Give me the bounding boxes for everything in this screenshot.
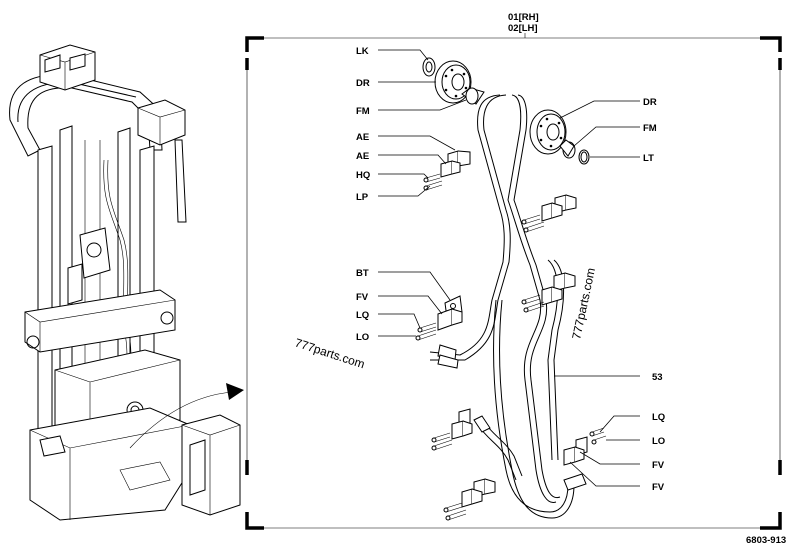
callout-fv-1: FV [356, 292, 369, 303]
callout-fv-3: FV [652, 482, 665, 493]
callout-bt: BT [356, 268, 369, 279]
upper-right-clamps [521, 194, 577, 233]
variant-rh-label: 01[RH] [508, 12, 539, 23]
right-pulley-group [529, 109, 590, 165]
callout-labels: LK DR FM AE AE HQ LP DR FM LT BT FV LQ L… [356, 46, 665, 493]
mast-overview [9, 44, 241, 521]
lower-left-clamps [431, 408, 473, 451]
callout-lq-1: LQ [356, 310, 369, 321]
left-bracket-bt [415, 295, 463, 341]
leader-lines [378, 49, 640, 487]
callout-ae-2: AE [356, 151, 369, 162]
callout-lo-1: LO [356, 332, 369, 343]
callout-ae-1: AE [356, 132, 369, 143]
callout-dr-right: DR [643, 97, 657, 108]
callout-fm-right: FM [643, 123, 657, 134]
callout-lt: LT [643, 153, 654, 164]
detail-frame [245, 36, 782, 530]
callout-hose-53: 53 [652, 372, 663, 383]
detail-pointer-arrow [129, 383, 244, 449]
callout-lp: LP [356, 192, 369, 203]
lower-right-clamps [563, 427, 607, 466]
callout-dr-left: DR [356, 78, 370, 89]
callout-hq: HQ [356, 170, 370, 181]
variant-lh-label: 02[LH] [508, 23, 538, 34]
callout-lq-2: LQ [652, 412, 665, 423]
left-pulley-group [422, 57, 485, 105]
callout-lk: LK [356, 46, 369, 57]
bottom-left-clamps [443, 478, 496, 521]
hose-assembly [429, 94, 587, 519]
upper-left-clamps [423, 150, 471, 191]
middle-right-clamps [521, 272, 576, 313]
callout-lo-2: LO [652, 436, 665, 447]
callout-fv-2: FV [652, 460, 665, 471]
drawing-number: 6803-913 [746, 535, 786, 546]
callout-fm-left: FM [356, 106, 370, 117]
